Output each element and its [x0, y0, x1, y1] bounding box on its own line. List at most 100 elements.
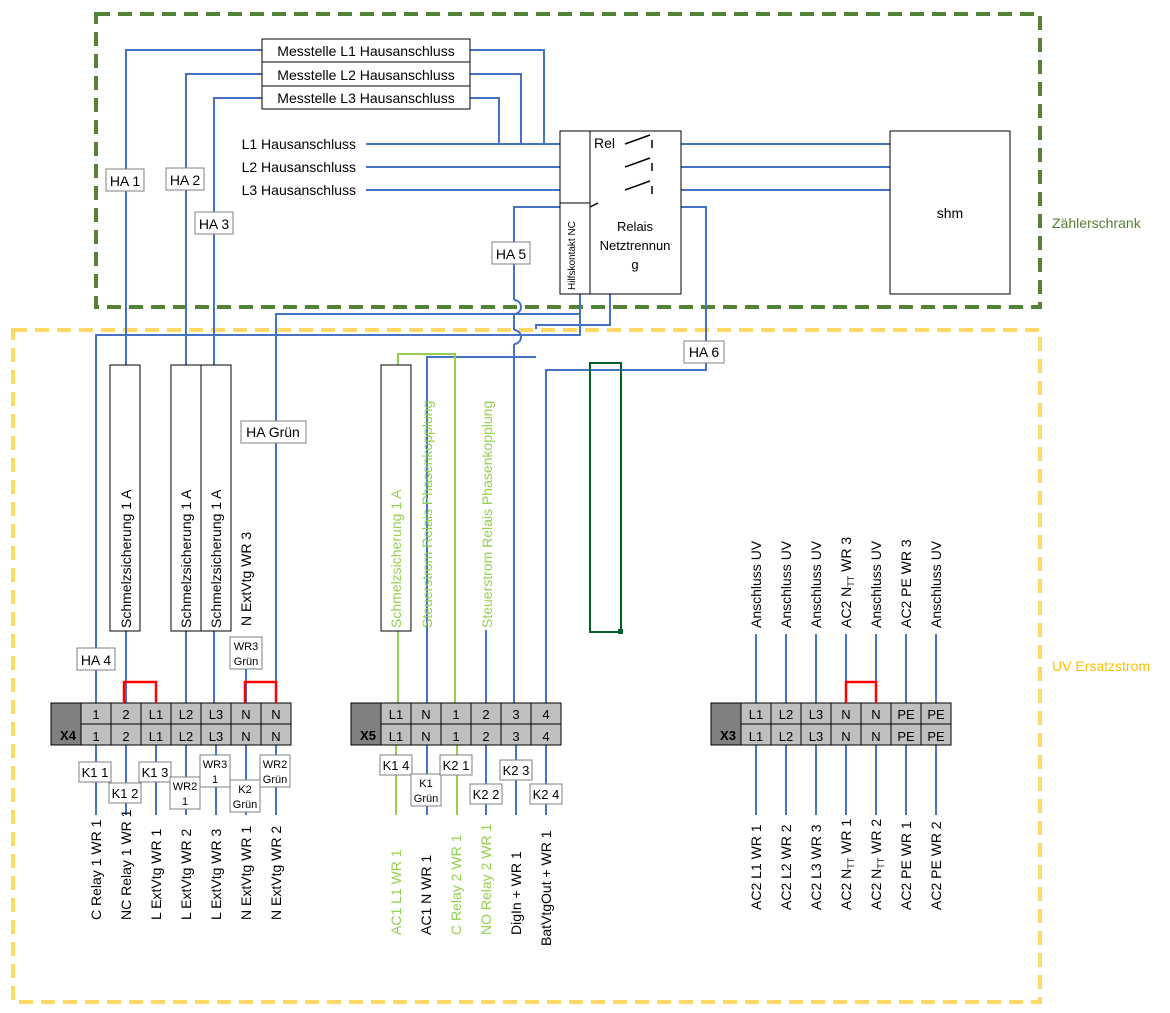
- x4-output-label: L ExtVtg WR 1: [148, 828, 164, 920]
- x3-terminal-bottom-label: N: [841, 729, 850, 744]
- x4-terminal-top-label: L3: [209, 707, 223, 722]
- terminal-tag-label: WR2: [263, 759, 287, 771]
- x4-terminal-bottom-label: N: [271, 729, 280, 744]
- x3-terminal-top-label: L1: [749, 707, 763, 722]
- shm-label: shm: [937, 205, 963, 221]
- x3-output-label: AC2 NTT WR 1: [838, 819, 856, 910]
- fuse-4-label: Schmelzsicherung 1 A: [388, 489, 404, 628]
- x4-output-label: NC Relay 1 WR 1: [118, 809, 134, 920]
- x3-terminal-top-label: N: [841, 707, 850, 722]
- backup-panel-label: UV Ersatzstrom: [1052, 658, 1150, 674]
- terminal-tag-box: [259, 754, 291, 788]
- x5-head: [350, 702, 382, 746]
- output-labels: C Relay 1 WR 1 NC Relay 1 WR 1 L ExtVtg WR…: [88, 809, 944, 946]
- relay-name-line2: Netztrennun: [600, 238, 671, 253]
- terminal-tag-label: K1: [419, 778, 432, 790]
- terminal-tag-box: [169, 776, 201, 810]
- x3-terminal-bottom-label: L1: [749, 729, 763, 744]
- x4-output-label: N ExtVtg WR 1: [238, 826, 254, 920]
- house-line-l1-label: L1 Hausanschluss: [242, 136, 356, 152]
- x3-output-label: AC2 PE WR 2: [928, 821, 944, 910]
- x3-input-label: Anschluss UV: [868, 540, 884, 628]
- ha6-box: [683, 340, 725, 364]
- coil-box: [589, 362, 622, 633]
- ha5-label: HA 5: [496, 246, 527, 262]
- x3-input-label: Anschluss UV: [778, 540, 794, 628]
- terminal-tag-box: [78, 761, 112, 783]
- x4-terminal-bottom-label: 2: [122, 729, 129, 744]
- shm-box: [889, 130, 1011, 295]
- x5-terminal-top-label: L1: [389, 707, 403, 722]
- fuse-2-label: Schmelzsicherung 1 A: [178, 489, 194, 628]
- x3-input-label: AC2 NTT WR 3: [838, 537, 856, 628]
- backup-panel-zone: [11, 328, 1042, 1004]
- x3-terminal-bottom-label: L2: [779, 729, 793, 744]
- x3-terminal-top-label: L3: [809, 707, 823, 722]
- x5-terminal-bottom-label: 1: [452, 729, 459, 744]
- x3-terminal-top-label: PE: [927, 707, 945, 722]
- x5-output-label: C Relay 2 WR 1: [448, 834, 464, 935]
- x3-output-label: AC2 L1 WR 1: [748, 824, 764, 910]
- measure-l2-box: [261, 61, 471, 87]
- x3-input-labels: Anschluss UV Anschluss UV Anschluss UV AC2 …: [748, 537, 944, 628]
- x3-input-label: Anschluss UV: [928, 540, 944, 628]
- x4-terminal-bottom-label: N: [241, 729, 250, 744]
- terminal-tag-box: [439, 754, 473, 776]
- terminal-tag-box: [199, 754, 231, 788]
- x5-terminal-top-label: N: [421, 707, 430, 722]
- x3-head: [710, 702, 742, 746]
- ha-green-box: [240, 420, 307, 444]
- ha6-label: HA 6: [689, 344, 720, 360]
- terminal-tag-label: 1: [212, 774, 218, 786]
- x4-terminal-bottom-label: L1: [149, 729, 163, 744]
- x4-output-label: L ExtVtg WR 2: [178, 828, 194, 920]
- terminal-tag-box: [379, 754, 413, 776]
- measure-l3-box: [261, 85, 471, 110]
- bridge-x3-n-n: [844, 680, 878, 703]
- terminal-tag-label: K2 2: [473, 787, 500, 802]
- x3-input-label: Anschluss UV: [808, 540, 824, 628]
- terminal-tag-label: 1: [182, 796, 188, 808]
- x5-terminal-bottom-label: 3: [512, 729, 519, 744]
- terminal-tag-box: [138, 761, 172, 783]
- x3-input-label: AC2 PE WR 3: [898, 539, 914, 628]
- terminal-tag-label: K2: [238, 784, 251, 796]
- x5-output-label: NO Relay 2 WR 1: [478, 824, 494, 935]
- terminal-tag-label: Grün: [263, 774, 287, 786]
- ha3-label: HA 3: [199, 216, 230, 232]
- x4-terminal-bottom-label: L2: [179, 729, 193, 744]
- terminal-tag-label: Grün: [414, 793, 438, 805]
- x4-output-label: N ExtVtg WR 2: [268, 826, 284, 920]
- ha3-box: [194, 211, 234, 235]
- x3-terminal-top-label: L2: [779, 707, 793, 722]
- wr3-green-line2: Grün: [234, 656, 258, 668]
- x4-terminal-bottom-label: 1: [92, 729, 99, 744]
- x4-output-label: C Relay 1 WR 1: [88, 819, 104, 920]
- x5-terminal-top-label: 1: [452, 707, 459, 722]
- ha2-box: [165, 167, 205, 191]
- terminal-tag-label: K1 2: [112, 786, 139, 801]
- fuse-4-box: [380, 364, 412, 632]
- x5-terminal-top-label: 3: [512, 707, 519, 722]
- x3-terminal-bottom-label: PE: [927, 729, 945, 744]
- x5-terminal-bottom-label: N: [421, 729, 430, 744]
- coil-dot: [618, 629, 623, 634]
- x5-terminal-top-label: 2: [482, 707, 489, 722]
- terminal-tag-box: [108, 782, 142, 804]
- meter-cabinet-label: Zählerschrank: [1052, 215, 1142, 231]
- x5-output-label: DigIn + WR 1: [508, 851, 524, 935]
- x3-terminal-top-label: N: [871, 707, 880, 722]
- x4-terminal-top-label: 1: [92, 707, 99, 722]
- ha-green-label: HA Grün: [246, 424, 300, 440]
- terminal-tag-label: K1 3: [142, 765, 169, 780]
- terminal-tag-label: WR2: [173, 781, 197, 793]
- fuse-2-box: [170, 364, 202, 632]
- fuse-3-box: [200, 364, 232, 632]
- x4-output-label: L ExtVtg WR 3: [208, 828, 224, 920]
- measure-l1-label: Messtelle L1 Hausanschluss: [277, 43, 454, 59]
